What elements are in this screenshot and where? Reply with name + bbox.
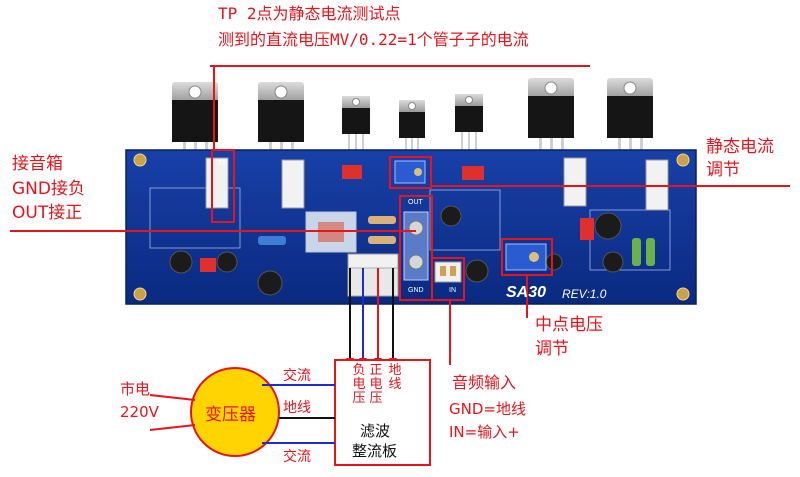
trimmer-pot-midpoint xyxy=(505,243,547,271)
transistor-large-2 xyxy=(258,82,304,158)
ac-top-label: 交流 xyxy=(283,368,311,384)
ac-bottom-label: 交流 xyxy=(283,449,311,465)
filter-board-line2: 整流板 xyxy=(352,442,398,460)
transistor-large-1 xyxy=(172,82,218,158)
speaker-note-line3: OUT接正 xyxy=(12,203,83,223)
quiescent-note-line1: 静态电流 xyxy=(706,137,774,157)
electrolytic-capacitors xyxy=(169,205,624,296)
transistor-large-4 xyxy=(607,78,653,156)
pos-voltage-label: 正电压 xyxy=(369,363,383,406)
mains-label-line2: 220V xyxy=(120,403,159,421)
mains-label-line1: 市电 xyxy=(120,380,151,398)
trimmer-pot-quiescent xyxy=(394,160,426,184)
filter-board-line1: 滤波 xyxy=(360,422,391,440)
out-silkscreen: OUT xyxy=(408,199,423,206)
midpoint-note-line2: 调节 xyxy=(535,339,569,359)
gnd-definition: GND=地线 xyxy=(449,400,526,418)
small-resistors xyxy=(258,216,655,266)
ground-wire-label: 地线 xyxy=(388,363,402,392)
speaker-note-line1: 接音箱 xyxy=(12,154,63,174)
transistor-large-3 xyxy=(528,78,574,156)
in-silkscreen: IN xyxy=(449,287,456,294)
ground-label: 地线 xyxy=(283,400,311,416)
neg-voltage-label: 负电压 xyxy=(352,363,366,406)
transistor-driver-2 xyxy=(399,100,425,156)
film-capacitors xyxy=(200,165,594,272)
in-definition: IN=输入+ xyxy=(449,423,520,441)
power-transistors xyxy=(172,78,653,158)
midpoint-note-line1: 中点电压 xyxy=(535,315,603,335)
annotation-lines xyxy=(10,65,790,365)
audio-input-note: 音频输入 xyxy=(452,373,517,392)
speaker-note-line2: GND接负 xyxy=(12,179,85,199)
power-connector xyxy=(347,253,399,297)
tp-note-line2: 测到的直流电压MV/0.22=1个管子子的电流 xyxy=(218,30,529,49)
gnd-silkscreen: GND xyxy=(408,287,424,294)
mains-wiring xyxy=(149,384,335,444)
tp-silkscreen: TP xyxy=(218,160,227,167)
quiescent-note-line2: 调节 xyxy=(706,160,740,180)
board-revision: REV:1.0 xyxy=(562,287,607,301)
transistor-driver-3 xyxy=(455,94,483,150)
tp-note-line1: TP 2点为静态电流测试点 xyxy=(218,4,401,23)
input-connector xyxy=(434,261,462,283)
board-model: SA30 xyxy=(506,284,547,301)
transistor-driver-1 xyxy=(342,96,370,150)
filter-board-box xyxy=(334,359,431,466)
transformer-label: 变压器 xyxy=(205,405,256,425)
output-terminal-block xyxy=(403,211,429,281)
power-wiring xyxy=(349,268,394,360)
transformer xyxy=(190,367,280,457)
